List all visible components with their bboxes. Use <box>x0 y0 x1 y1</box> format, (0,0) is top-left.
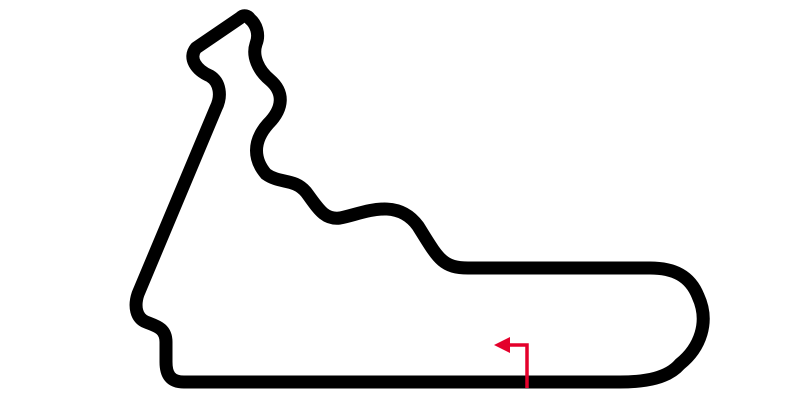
start-finish-line-marker <box>508 343 529 388</box>
start-direction-arrow-icon <box>494 337 529 388</box>
track-outline <box>129 9 710 389</box>
start-direction-arrowhead <box>494 337 510 353</box>
